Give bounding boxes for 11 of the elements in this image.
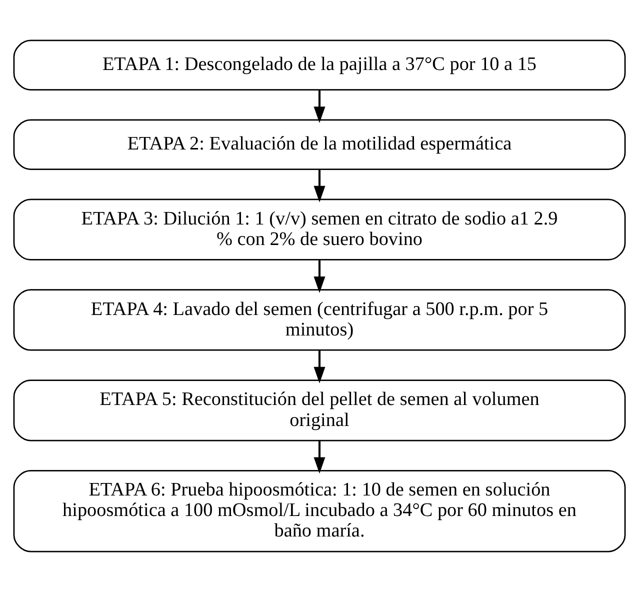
node-box: ETAPA 3: Dilución 1: 1 (v/v) semen en citrato de sodio a1 2.9 % con 2% de suero bovino <box>13 198 626 260</box>
arrow <box>314 350 326 384</box>
arrow <box>314 90 326 124</box>
node-box: ETAPA 4: Lavado del semen (centrifugar a 500 r.p.m. por 5 minutos) <box>13 289 626 351</box>
node-box: ETAPA 6: Prueba hipoosmótica: 1: 10 de semen en solución hipoosmótica a 100 mOsmol/L incubado a 34°C por 60 minutos en baño maría. <box>13 470 626 552</box>
arrow <box>314 169 326 202</box>
node-box: ETAPA 1: Descongelado de la pajilla a 37°C por 10 a 15 <box>13 40 626 90</box>
arrow <box>314 260 326 293</box>
node-box: ETAPA 2: Evaluación de la motilidad espermática <box>13 119 626 170</box>
node-box: ETAPA 5: Reconstitución del pellet de semen al volumen original <box>13 380 626 442</box>
arrow <box>314 440 326 474</box>
